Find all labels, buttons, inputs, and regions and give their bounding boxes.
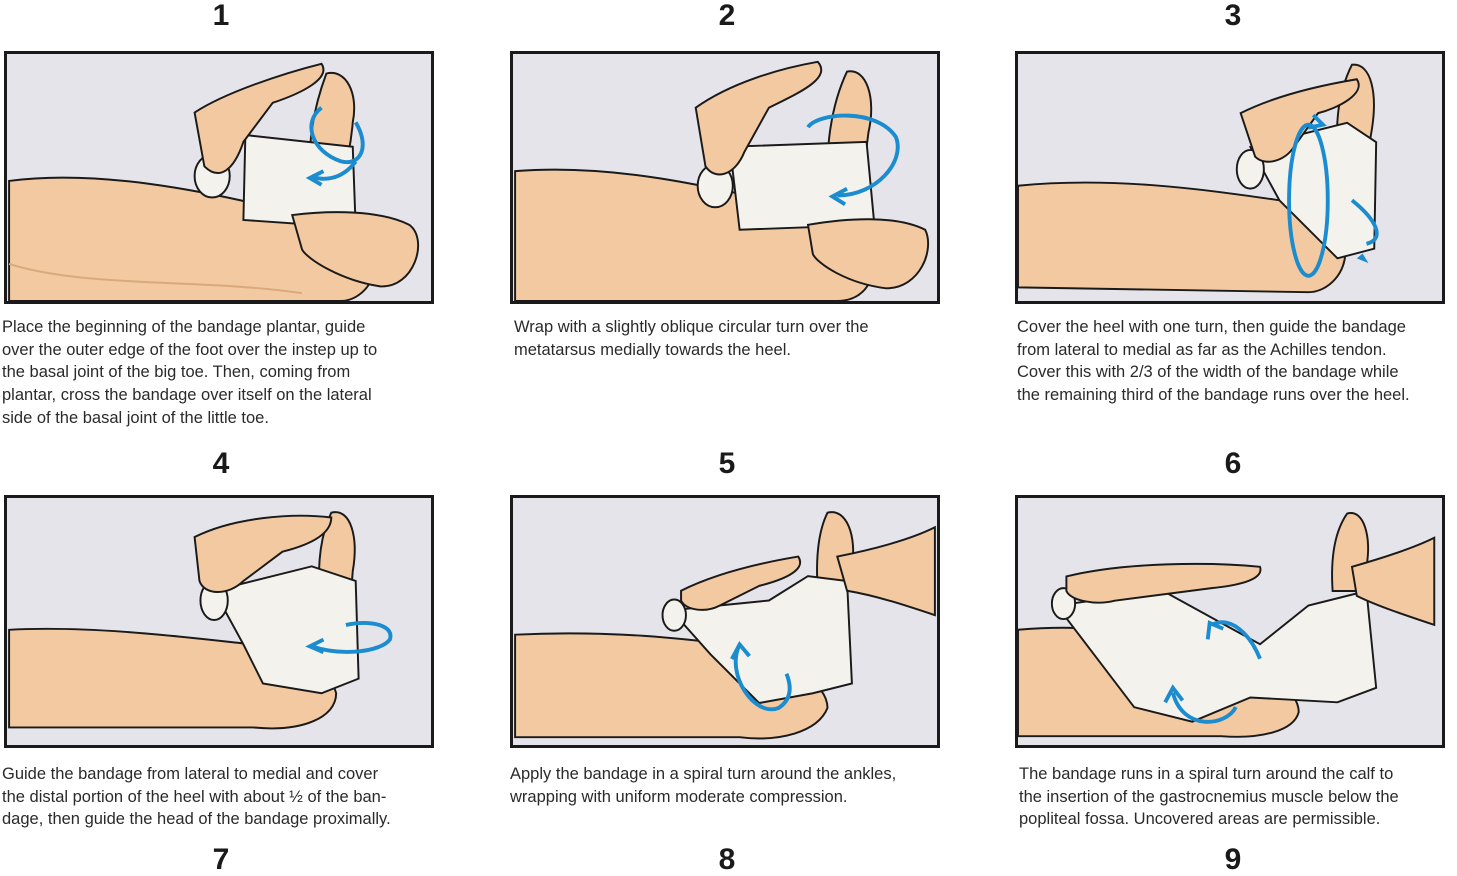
step-number-3: 3 — [1224, 0, 1242, 32]
foot-bandage-illustration — [514, 60, 930, 301]
foot-bandage-illustration — [514, 511, 936, 740]
illustration-panel-5 — [510, 495, 940, 748]
step-number-6: 6 — [1224, 447, 1242, 480]
foot-bandage-illustration — [1018, 512, 1436, 738]
step-caption-3: Cover the heel with one turn, then guide… — [1017, 318, 1410, 405]
illustration-panel-4 — [4, 495, 434, 748]
step-number-5: 5 — [718, 447, 736, 480]
foot-bandage-illustration — [8, 62, 419, 301]
foot-bandage-illustration — [1018, 63, 1379, 294]
step-number-2: 2 — [718, 0, 736, 32]
step-number-7: 7 — [212, 843, 230, 876]
illustration-panel-6 — [1015, 495, 1445, 748]
illustration-panel-1 — [4, 51, 434, 304]
step-caption-1: Place the beginning of the bandage plant… — [2, 318, 378, 427]
step-caption-2: Wrap with a slightly oblique circular tu… — [514, 318, 869, 359]
illustration-panel-2 — [510, 51, 940, 304]
step-number-1: 1 — [212, 0, 230, 32]
step-caption-6: The bandage runs in a spiral turn around… — [1019, 765, 1399, 829]
step-number-9: 9 — [1224, 843, 1242, 876]
step-caption-4: Guide the bandage from lateral to medial… — [2, 765, 391, 829]
illustration-panel-3 — [1015, 51, 1445, 304]
foot-bandage-illustration — [8, 511, 393, 730]
step-caption-5: Apply the bandage in a spiral turn aroun… — [510, 765, 897, 806]
step-number-4: 4 — [212, 447, 230, 480]
step-number-8: 8 — [718, 843, 736, 876]
